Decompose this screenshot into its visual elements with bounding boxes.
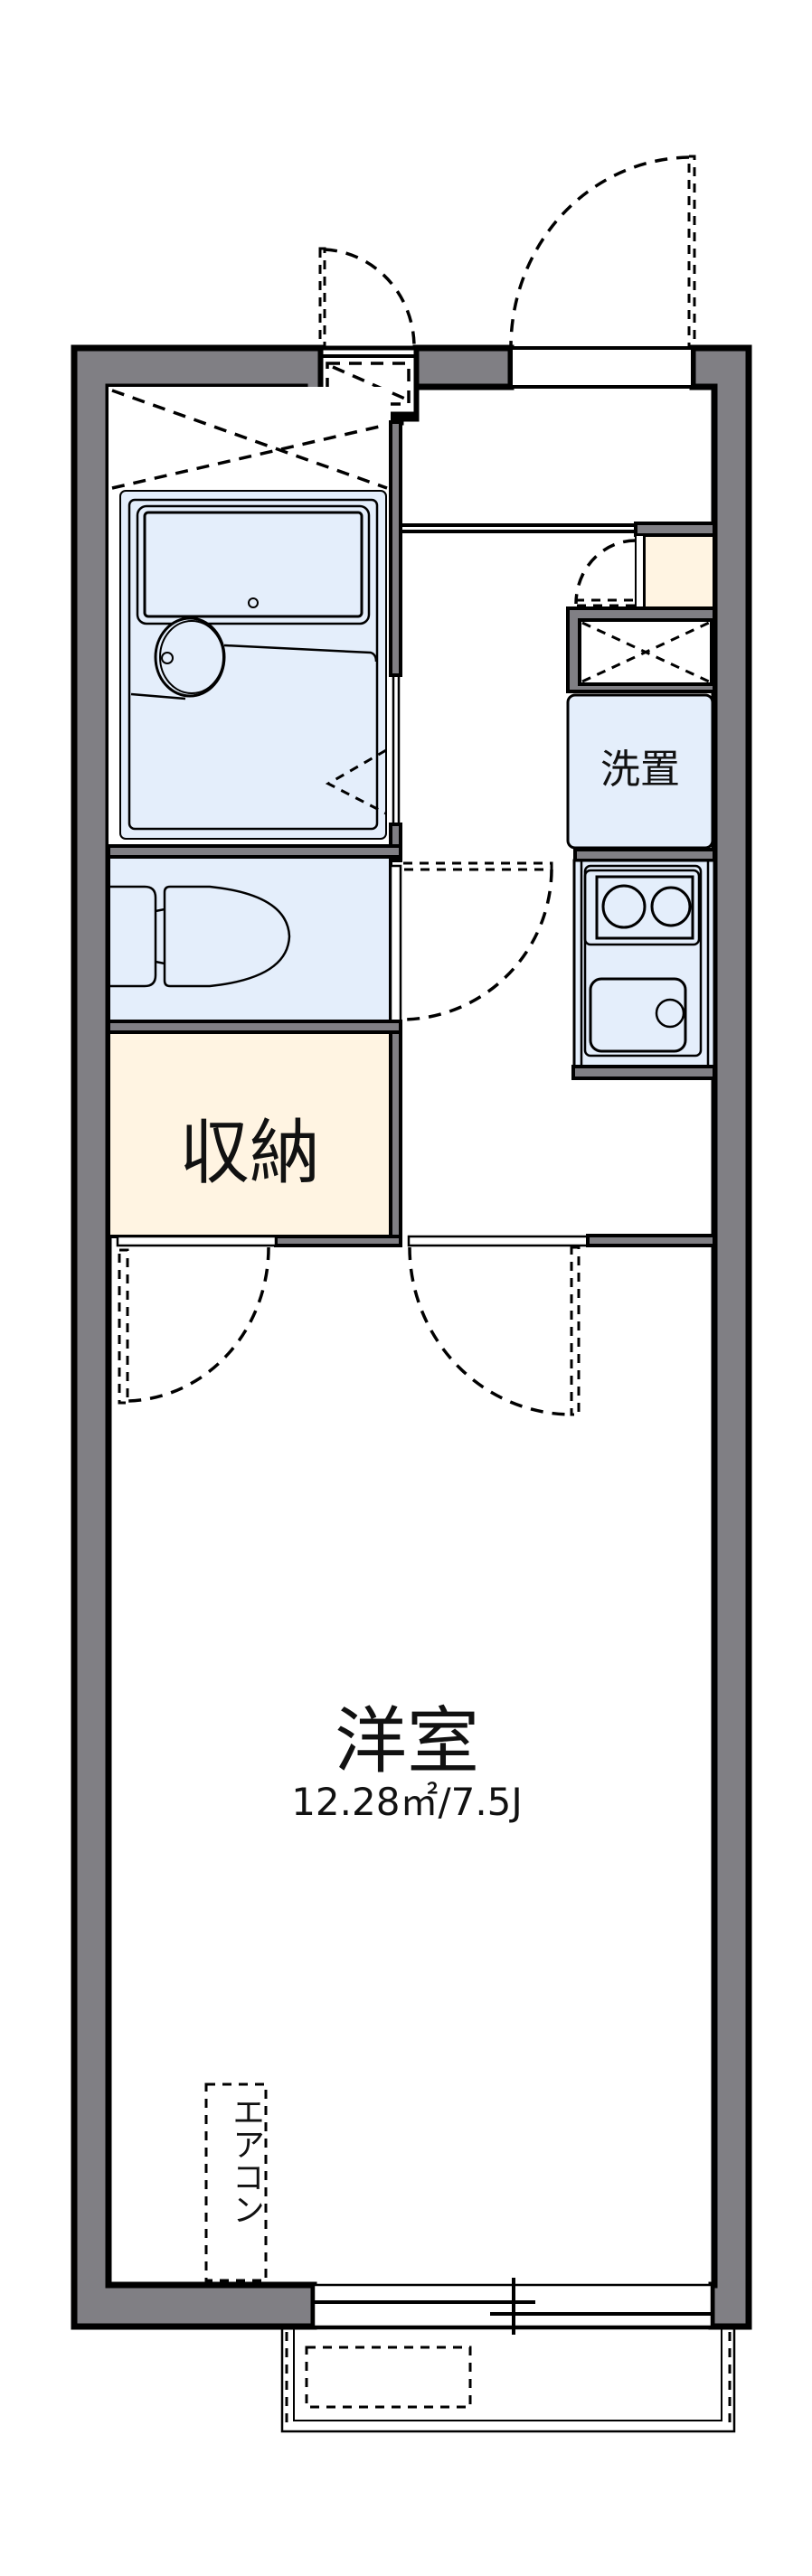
partition <box>389 1030 402 1247</box>
partition <box>571 1065 716 1080</box>
storage-door-opening <box>116 1235 278 1247</box>
washer-space-label: 洗置 <box>600 747 680 793</box>
partition <box>274 1235 402 1247</box>
ceiling-x-line <box>111 423 388 490</box>
bath-partition <box>389 823 402 862</box>
room-door-swing <box>408 1246 581 1416</box>
kitchen-stove-sink-icon <box>572 859 716 1068</box>
ceiling-x-line <box>111 389 388 490</box>
partition <box>586 1234 716 1247</box>
balcony <box>280 2327 736 2433</box>
shoe-cabinet <box>642 533 716 610</box>
shoe-cabinet-door-swing <box>573 539 637 607</box>
storage-room <box>107 1030 392 1238</box>
bath-partition <box>389 420 402 677</box>
toilet-icon <box>110 885 291 988</box>
entrance-opening <box>509 346 694 389</box>
western-room-label: 洋室 <box>335 1699 479 1783</box>
toilet-door-swing <box>401 861 553 1021</box>
storage-door-swing <box>118 1246 270 1405</box>
air-conditioner-label: エアコン <box>227 2095 264 2225</box>
storage-label: 収納 <box>178 1113 320 1194</box>
entrance-door-swing <box>509 155 696 348</box>
bath-unit-icon <box>119 490 387 840</box>
partition <box>573 848 716 862</box>
balcony-window <box>312 2278 713 2335</box>
western-room-area: 12.28㎡/7.5J <box>291 1780 523 1824</box>
air-conditioner-box <box>204 2082 268 2282</box>
pipe-space <box>566 606 716 693</box>
entrance-step <box>401 523 636 533</box>
top-small-door-swing <box>318 247 416 348</box>
room-door-opening <box>407 1235 590 1247</box>
toilet-room <box>107 855 402 1023</box>
